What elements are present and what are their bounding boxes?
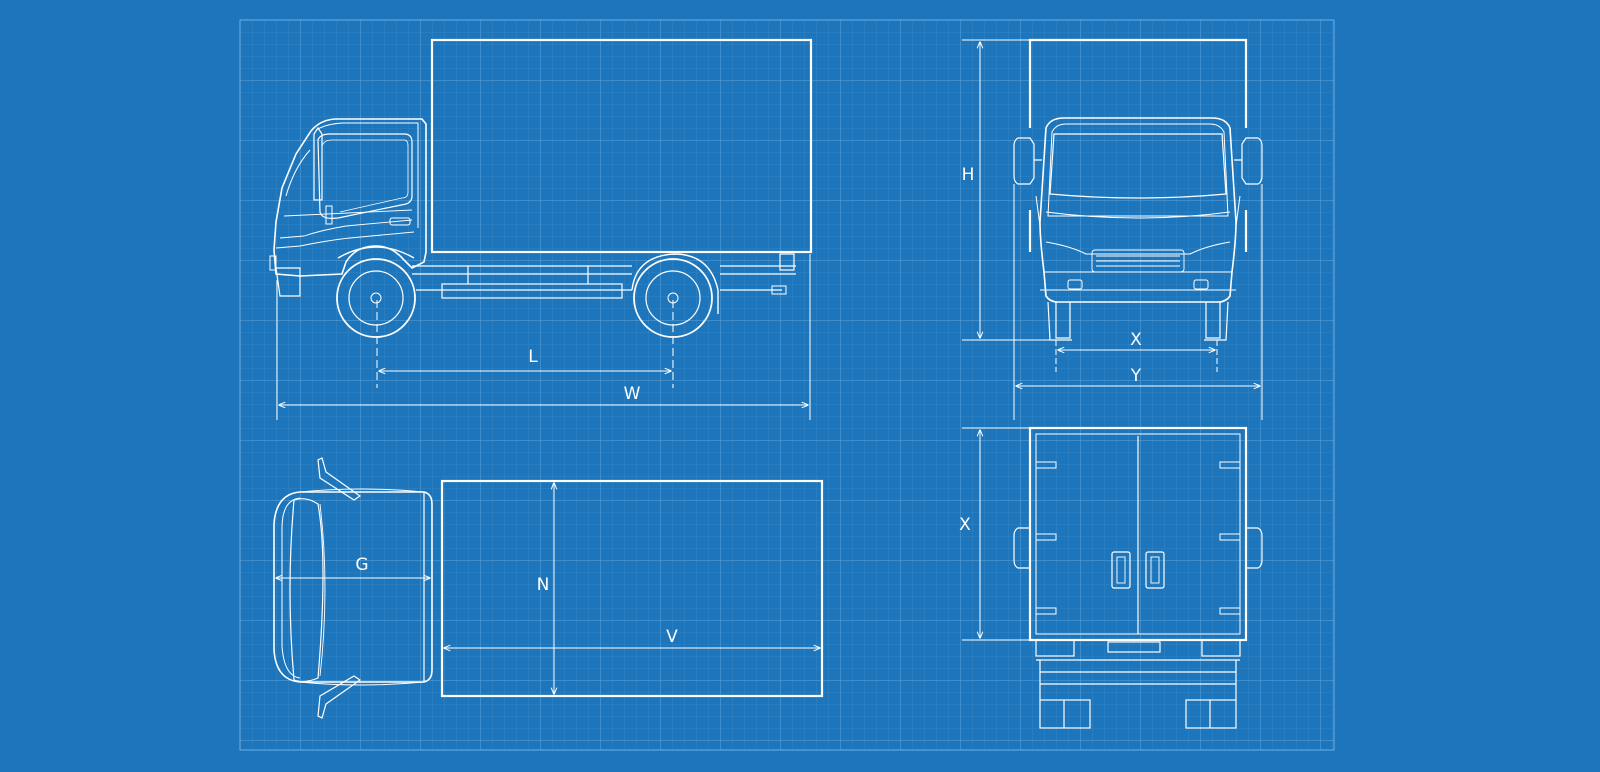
front-wheel: [336, 246, 416, 338]
cab-side: [273, 118, 427, 277]
fog-light-left: [1067, 279, 1083, 290]
label-X-rear: X: [959, 515, 971, 535]
door-handle-left: [1111, 551, 1131, 589]
windshield-front: [1049, 133, 1227, 199]
dimension-H: [962, 39, 1050, 341]
cargo-box-top: [440, 479, 824, 698]
dimension-L: [376, 300, 674, 388]
label-Y: Y: [1130, 366, 1142, 386]
dimension-X-front: [1055, 340, 1218, 372]
side-view: [269, 38, 813, 420]
cargo-box-front: [1028, 38, 1248, 252]
door-handle: [389, 217, 411, 226]
chassis-rail: [412, 265, 796, 291]
mirror-front-right: [1234, 137, 1263, 185]
cargo-box-rear: [1028, 426, 1248, 642]
front-tire-right: [1204, 301, 1229, 341]
label-X-front: X: [1130, 330, 1142, 350]
mirror-top-left: [317, 457, 362, 501]
front-view: [962, 38, 1263, 420]
door-handle-right: [1145, 551, 1165, 589]
top-view: [273, 457, 824, 719]
label-N: N: [537, 575, 550, 595]
door-hinges: [1035, 461, 1241, 615]
label-L: L: [528, 347, 538, 367]
rear-view: [962, 426, 1263, 729]
rear-tire-right: [1185, 699, 1237, 729]
dimension-X-rear: [962, 427, 1030, 641]
mirror-front-left: [1013, 137, 1042, 185]
label-H: H: [962, 165, 975, 185]
cab-window: [317, 133, 413, 219]
windshield-top: [289, 498, 324, 683]
label-V: V: [666, 627, 678, 647]
label-W: W: [624, 384, 641, 404]
dimension-Y: [1013, 184, 1263, 420]
side-mirror: [313, 126, 323, 201]
label-G: G: [355, 555, 368, 575]
rear-tire-left: [1039, 699, 1091, 729]
dimension-W: [276, 254, 811, 420]
rear-bumper: [1035, 639, 1241, 700]
mirror-top-right: [317, 675, 362, 719]
fog-light-right: [1193, 279, 1209, 290]
cargo-box-side: [430, 38, 813, 254]
